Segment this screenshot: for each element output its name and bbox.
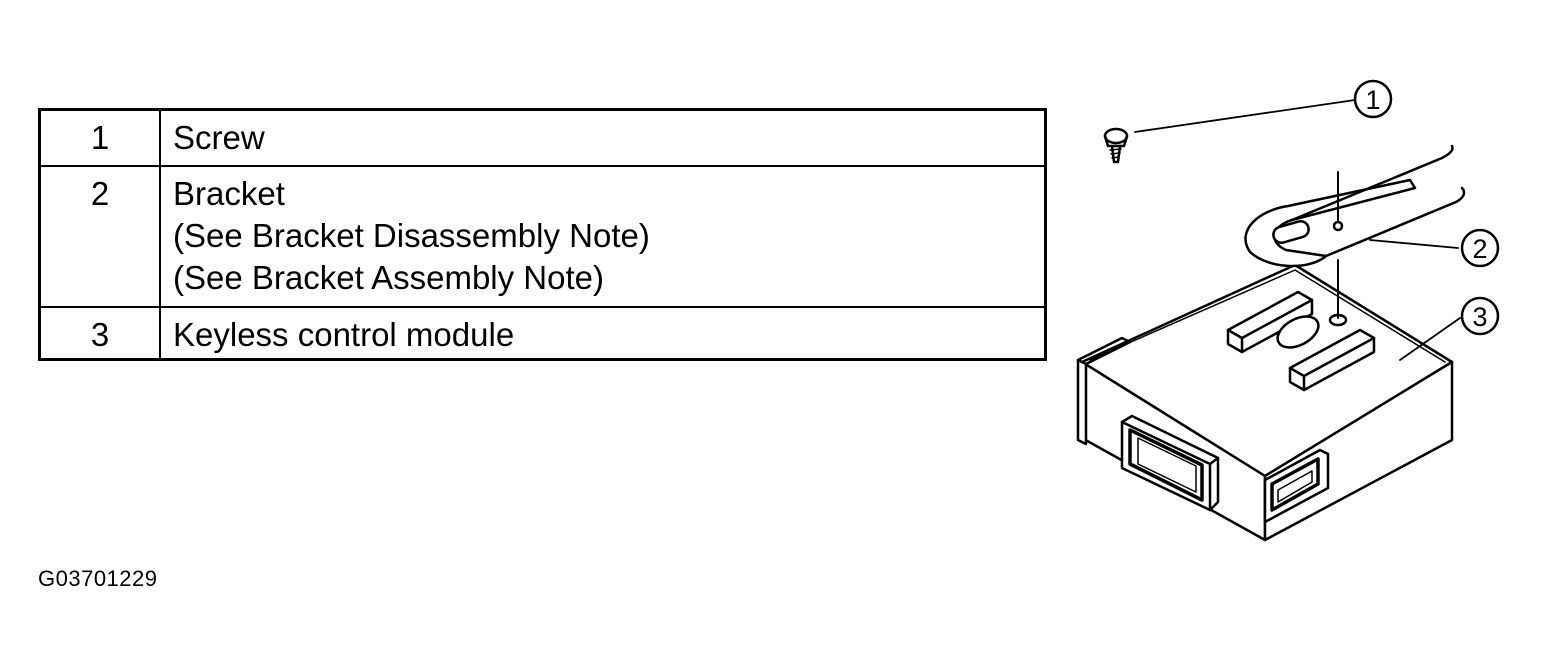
connector-right	[1263, 448, 1330, 524]
legend-number: 3	[38, 306, 161, 361]
legend-number: 1	[38, 108, 161, 167]
legend-row-module: 3 Keyless control module	[38, 306, 1047, 361]
exploded-view-diagram: 1 2 3	[1076, 79, 1500, 542]
leader-3	[1399, 317, 1461, 361]
legend-row-bracket: 2 Bracket (See Bracket Disassembly Note)…	[38, 165, 1047, 308]
screw	[1103, 127, 1339, 221]
mounting-studs	[1226, 290, 1376, 392]
callout-3: 3	[1460, 296, 1500, 336]
legend-description: Keyless control module	[159, 306, 1047, 361]
bracket	[1244, 144, 1466, 268]
callout-1: 1	[1353, 79, 1393, 119]
callout-2-label: 2	[1472, 234, 1487, 264]
leader-1	[1134, 99, 1356, 133]
callout-2: 2	[1460, 228, 1500, 268]
callout-1-label: 1	[1365, 85, 1380, 115]
legend-number: 2	[38, 165, 161, 308]
legend-note-assembly: (See Bracket Assembly Note)	[173, 259, 604, 296]
callout-3-label: 3	[1472, 302, 1487, 332]
leader-2	[1369, 239, 1459, 249]
figure-id: G03701229	[38, 566, 158, 591]
legend-text: Bracket	[173, 175, 285, 212]
parts-legend-table: 1 Screw 2 Bracket (See Bracket Disassemb…	[38, 108, 1047, 361]
legend-description: Bracket (See Bracket Disassembly Note) (…	[159, 165, 1047, 308]
legend-description: Screw	[159, 108, 1047, 167]
legend-text: Keyless control module	[173, 316, 515, 353]
legend-row-screw: 1 Screw	[38, 108, 1047, 167]
connector-left	[1120, 414, 1220, 512]
legend-text: Screw	[173, 119, 265, 156]
legend-note-disassembly: (See Bracket Disassembly Note)	[173, 217, 650, 254]
